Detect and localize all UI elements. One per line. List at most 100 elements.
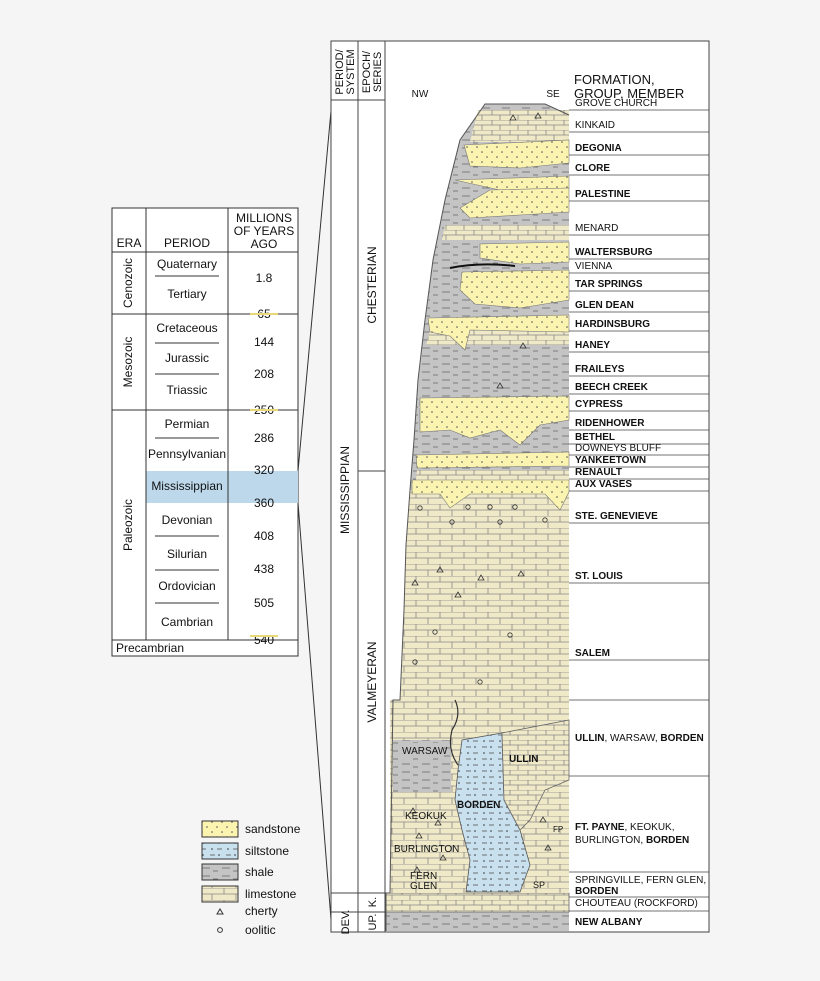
legend-swatch-sandstone — [201, 820, 239, 838]
time-scale-table: ERA PERIOD MILLIONS OF YEARS AGO Cenozoi… — [111, 207, 299, 657]
bethel-sandstone — [415, 451, 570, 469]
formation-label-hardinsburg: HARDINSBURG — [575, 319, 650, 330]
legend-swatch-shale — [201, 863, 239, 881]
formation-header-1: FORMATION, — [574, 72, 655, 87]
legend-limestone: limestone — [245, 887, 297, 901]
series-valmeyeran: VALMEYERAN — [365, 641, 379, 722]
upper-valmeyeran-limestone — [400, 490, 569, 700]
formation-label-menard: MENARD — [575, 223, 618, 234]
age-438: 438 — [254, 562, 274, 576]
series-header-2: SERIES — [372, 52, 384, 92]
burlington-inner-label: BURLINGTON — [394, 844, 459, 855]
system-mississippian: MISSISSIPPIAN — [338, 446, 352, 534]
system-header-2: SYSTEM — [345, 49, 357, 94]
waltersburg-sandstone — [479, 241, 570, 265]
formation-label-cypress: CYPRESS — [575, 399, 623, 410]
connector-top — [297, 99, 333, 472]
direction-nw: NW — [412, 89, 429, 100]
age-360: 360 — [254, 496, 274, 510]
period-cretaceous: Cretaceous — [156, 321, 217, 335]
period-permian: Permian — [165, 417, 210, 431]
age-1-8: 1.8 — [256, 271, 273, 285]
formation-label-salem: SALEM — [575, 648, 610, 659]
legend-cherty: cherty — [245, 904, 278, 918]
legend-siltstone: siltstone — [245, 844, 289, 858]
tar-springs-sandstone — [459, 269, 570, 309]
oolitic-icon — [217, 927, 223, 933]
period-tertiary: Tertiary — [167, 287, 206, 301]
period-devonian: Devonian — [162, 513, 213, 527]
era-paleozoic: Paleozoic — [121, 499, 135, 551]
hardinsburg-sandstone — [427, 314, 570, 351]
formation-label-downeys-bluff: DOWNEYS BLUFF — [575, 443, 661, 454]
formation-label-tar-springs: TAR SPRINGS — [575, 279, 643, 290]
formation-label-clore: CLORE — [575, 163, 610, 174]
formation-label-palestine: PALESTINE — [575, 189, 631, 200]
period-quaternary: Quaternary — [157, 257, 217, 271]
ftpayne-label-line2: BURLINGTON, BORDEN — [575, 835, 689, 846]
age-286: 286 — [254, 431, 274, 445]
fern-inner-label: FERN — [410, 871, 437, 882]
system-devonian: DEV. — [340, 910, 352, 935]
palestine-sandstone — [459, 187, 570, 219]
period-pennsylvanian: Pennsylvanian — [148, 447, 226, 461]
glen-inner-label: GLEN — [410, 881, 437, 892]
legend-swatch-siltstone — [201, 842, 239, 860]
mya-header-3: AGO — [251, 237, 278, 251]
age-408: 408 — [254, 529, 274, 543]
formation-label-aux-vases: AUX VASES — [575, 479, 632, 490]
column-body — [385, 103, 570, 931]
ftpayne-label-line1: FT. PAYNE, KEOKUK, — [575, 822, 674, 833]
precambrian-label: Precambrian — [116, 641, 184, 655]
series-upper: UP. — [367, 914, 379, 931]
formation-label-renault: RENAULT — [575, 467, 622, 478]
connector-bottom — [297, 502, 333, 933]
formation-label-ridenhower: RIDENHOWER — [575, 418, 645, 429]
period-ordovician: Ordovician — [158, 579, 215, 593]
system-header-1: PERIOD/ — [334, 48, 346, 94]
period-silurian: Silurian — [167, 547, 207, 561]
sp-inner-label: SP — [533, 880, 545, 890]
kinkaid-limestone — [470, 110, 569, 142]
degonia-sandstone — [463, 139, 570, 169]
formation-labels: GROVE CHURCHKINKAIDDEGONIACLOREPALESTINE… — [569, 98, 709, 661]
direction-se: SE — [546, 89, 560, 100]
legend: sandstone siltstone shale limestone cher… — [201, 820, 301, 937]
inner-labels: WARSAW ULLIN BORDEN KEOKUK BURLINGTON FE… — [394, 743, 563, 892]
period-jurassic: Jurassic — [165, 351, 209, 365]
period-header: PERIOD — [164, 236, 210, 250]
formation-label-beech-creek: BEECH CREEK — [575, 382, 649, 393]
formation-label-waltersburg: WALTERSBURG — [575, 247, 653, 258]
era-mesozoic: Mesozoic — [121, 337, 135, 388]
period-mississippian: Mississippian — [151, 479, 222, 493]
series-chesterian: CHESTERIAN — [365, 246, 379, 323]
legend-oolitic: oolitic — [245, 923, 276, 937]
springville-label-line1: SPRINGVILLE, FERN GLEN, — [575, 875, 706, 886]
age-144: 144 — [254, 335, 274, 349]
formation-label-kinkaid: KINKAID — [575, 120, 615, 131]
formation-label-vienna: VIENNA — [575, 261, 613, 272]
formation-header-2: GROUP, MEMBER — [574, 86, 684, 101]
new-albany-unit — [386, 912, 569, 931]
era-cenozoic: Cenozoic — [121, 258, 135, 308]
springville-label-line2: BORDEN — [575, 886, 618, 897]
new-albany-label: NEW ALBANY — [575, 917, 643, 928]
age-320: 320 — [254, 463, 274, 477]
period-cambrian: Cambrian — [161, 615, 213, 629]
formation-label-grove-church: GROVE CHURCH — [575, 98, 657, 109]
age-208: 208 — [254, 367, 274, 381]
series-header-1: EPOCH/ — [361, 50, 373, 93]
formation-label-fraileys: FRAILEYS — [575, 364, 625, 375]
legend-sandstone: sandstone — [245, 822, 301, 836]
lower-formation-labels: ULLIN, WARSAW, BORDEN FT. PAYNE, KEOKUK,… — [569, 699, 709, 928]
legend-swatch-limestone — [201, 885, 239, 903]
formation-label-glen-dean: GLEN DEAN — [575, 300, 634, 311]
era-header: ERA — [117, 236, 142, 250]
formation-label-yankeetown: YANKEETOWN — [575, 455, 646, 466]
period-triassic: Triassic — [167, 383, 208, 397]
mya-header-1: MILLIONS — [236, 211, 292, 225]
fp-inner-label: FP — [553, 825, 563, 834]
formation-label-ste-genevieve: STE. GENEVIEVE — [575, 511, 658, 522]
ullin-wedge — [501, 719, 570, 831]
